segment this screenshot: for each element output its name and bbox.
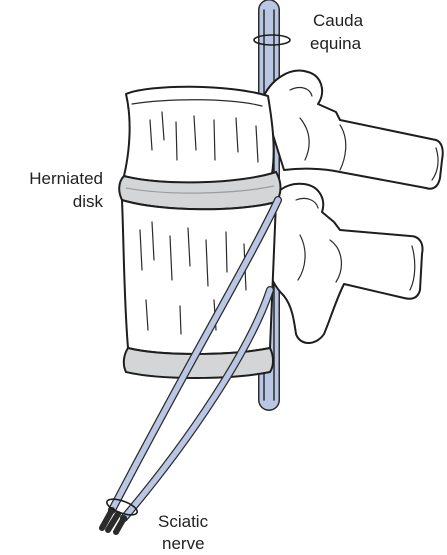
upper-vertebra <box>124 87 274 183</box>
sciatic-nerve-label: Sciatic <box>158 512 209 531</box>
sciatic-nerve-label: nerve <box>162 534 205 553</box>
upper-spinous-process <box>262 71 443 189</box>
lower-spinous-process <box>268 184 423 343</box>
upper-vertebra-process <box>262 71 443 189</box>
lower-vertebra-process <box>268 184 423 343</box>
upper-vertebral-body <box>124 87 274 183</box>
herniated-disk-label: disk <box>73 192 104 211</box>
cauda-equina-label: Cauda <box>313 11 364 30</box>
cauda-equina-label: equina <box>310 34 362 53</box>
herniated-disk-label: Herniated <box>29 169 103 188</box>
